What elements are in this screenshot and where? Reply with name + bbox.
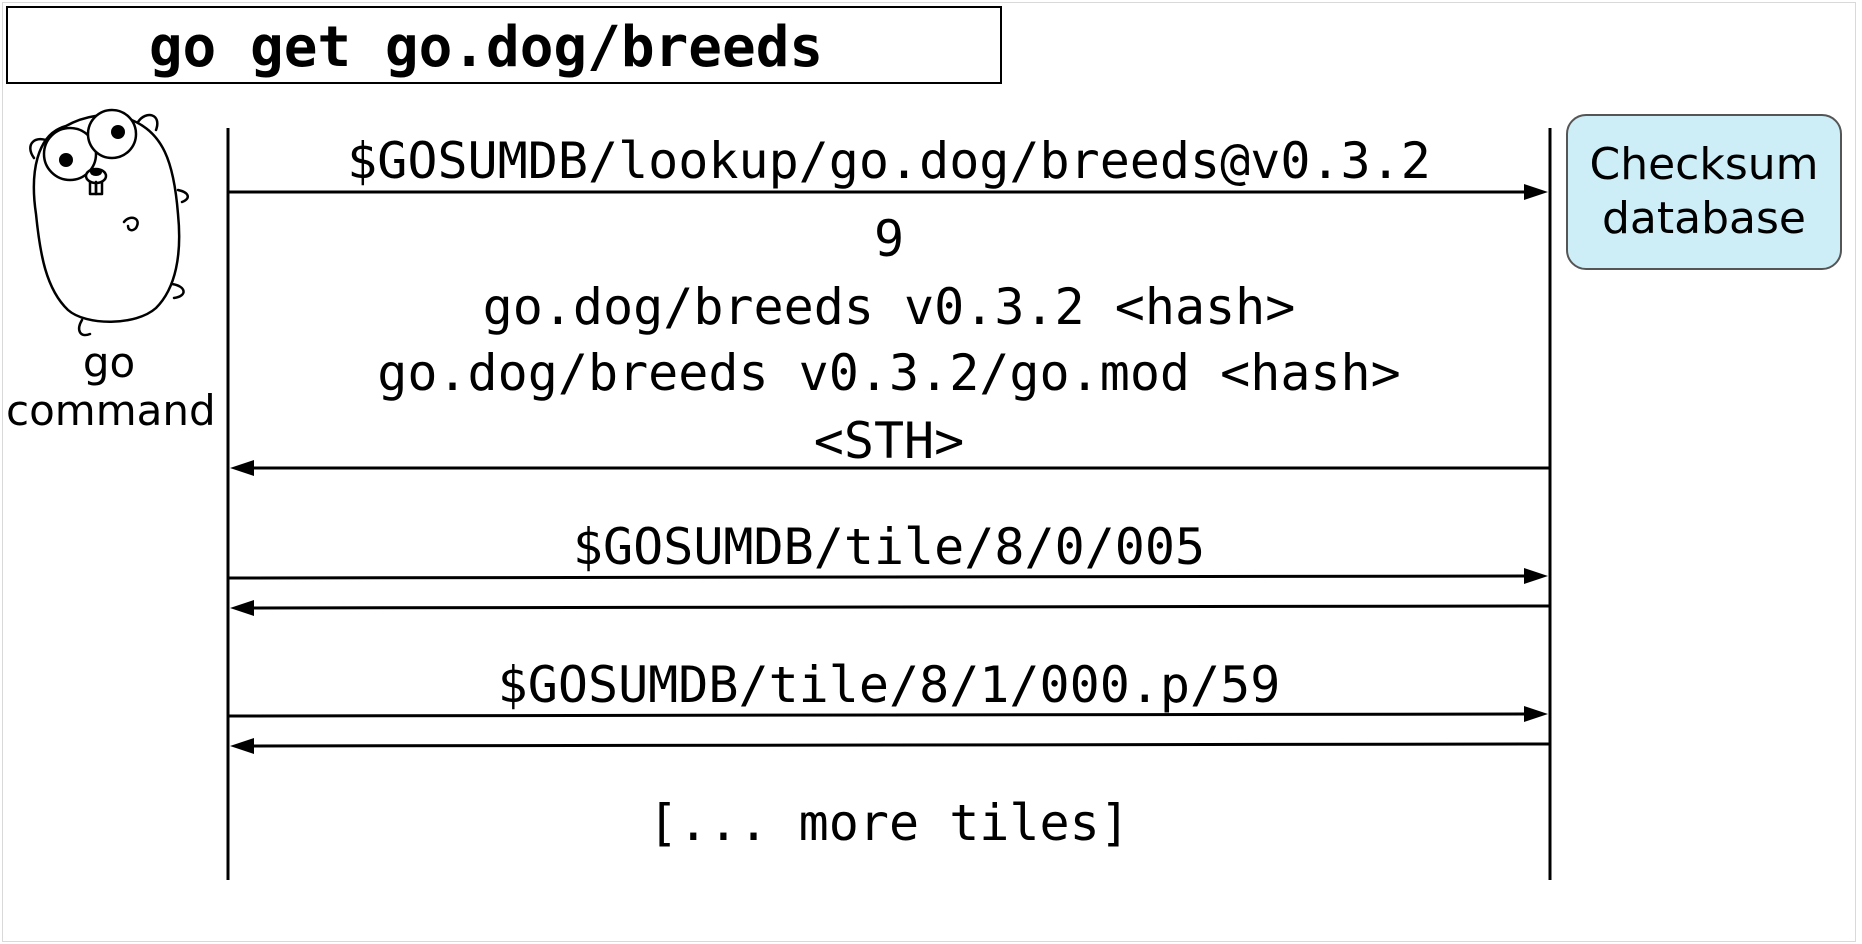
lookup-request-arrowhead	[1524, 184, 1548, 200]
server-label-line2: database	[1602, 193, 1806, 244]
tile1-request-arrow	[227, 574, 1527, 580]
gopher-icon	[29, 108, 190, 337]
server-label-line1: Checksum	[1589, 139, 1819, 190]
tile2-request-arrow	[227, 712, 1527, 718]
tile2-request-label: $GOSUMDB/tile/8/1/000.p/59	[497, 656, 1281, 714]
response-count-label: 9	[873, 210, 905, 268]
response-sth-label: <STH>	[813, 412, 965, 470]
tile1-request-arrowhead	[1524, 568, 1548, 584]
client-label-line2: command	[6, 386, 216, 435]
more-tiles-label: [... more tiles]	[648, 794, 1130, 852]
lookup-response-arrowhead	[230, 460, 254, 476]
diagram-title: go get go.dog/breeds	[148, 14, 824, 80]
checksum-database-box: Checksum database	[1566, 114, 1842, 270]
tile2-response-arrow	[251, 742, 1551, 748]
tile1-response-arrow	[251, 604, 1551, 610]
tile1-request-label: $GOSUMDB/tile/8/0/005	[572, 518, 1206, 576]
response-hash-label: go.dog/breeds v0.3.2 <hash>	[482, 278, 1296, 336]
tile1-response-arrowhead	[230, 600, 254, 616]
tile2-request-arrowhead	[1524, 706, 1548, 722]
client-label-line1: go	[82, 338, 136, 387]
tile2-response-arrowhead	[230, 738, 254, 754]
response-gomod-hash-label: go.dog/breeds v0.3.2/go.mod <hash>	[377, 344, 1401, 402]
title-box: go get go.dog/breeds	[6, 6, 1002, 84]
lookup-request-label: $GOSUMDB/lookup/go.dog/breeds@v0.3.2	[347, 132, 1431, 190]
